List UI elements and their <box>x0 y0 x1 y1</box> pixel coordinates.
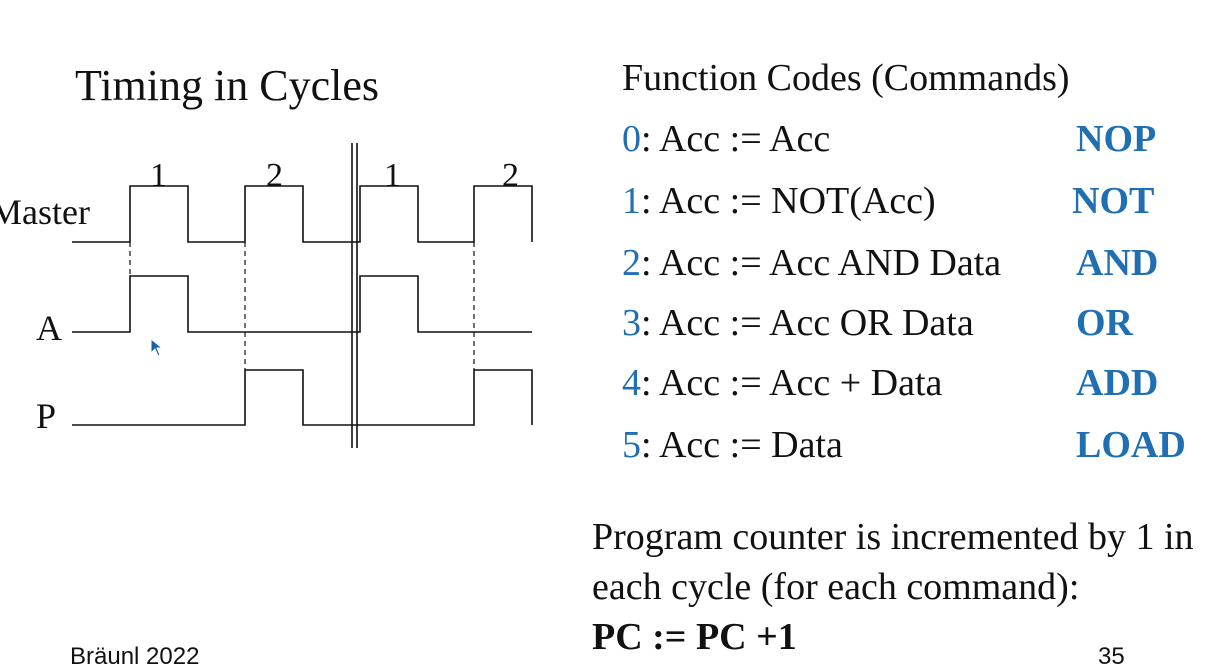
code-number: 0 <box>622 118 641 160</box>
code-expression: : Acc := Acc <box>641 118 831 160</box>
mouse-pointer-icon <box>150 338 164 357</box>
mnemonic-add: ADD <box>1076 362 1159 404</box>
mnemonic-nop: NOP <box>1076 118 1157 160</box>
code-row-or: 3: Acc := Acc OR Data OR <box>622 300 1212 346</box>
code-expression: : Acc := Acc OR Data <box>641 302 974 344</box>
code-row-load: 5: Acc := Data LOAD <box>622 422 1212 468</box>
pc-formula: PC := PC +1 <box>592 616 797 658</box>
slide-title-timing: Timing in Cycles <box>75 61 379 110</box>
signal-label-p: P <box>36 396 56 436</box>
code-number: 3 <box>622 302 641 344</box>
code-row-and: 2: Acc := Acc AND Data AND <box>622 240 1212 286</box>
cycle-label-2: 2 <box>266 157 283 194</box>
code-number: 5 <box>622 424 641 466</box>
pc-description: Program counter is incremented by 1 in e… <box>592 516 1194 608</box>
signal-label-master: Master <box>0 192 90 232</box>
a-waveform <box>72 275 532 333</box>
code-number: 4 <box>622 362 641 404</box>
mnemonic-not: NOT <box>1072 180 1155 222</box>
timing-diagram: Master A P 1 2 1 2 <box>0 143 533 448</box>
footer-author: Bräunl 2022 <box>70 643 200 670</box>
p-waveform <box>72 369 533 426</box>
function-codes-title: Function Codes (Commands) <box>622 57 1070 99</box>
code-expression: : Acc := Data <box>641 424 843 466</box>
code-number: 2 <box>622 242 641 284</box>
mnemonic-or: OR <box>1076 302 1133 344</box>
signal-label-a: A <box>36 308 62 348</box>
page-number: 35 <box>1098 643 1125 670</box>
mnemonic-and: AND <box>1076 242 1159 284</box>
code-row-add: 4: Acc := Acc + Data ADD <box>622 360 1212 406</box>
mnemonic-load: LOAD <box>1076 424 1186 466</box>
code-expression: : Acc := NOT(Acc) <box>641 180 936 222</box>
code-row-nop: 0: Acc := Acc NOP <box>622 116 1212 162</box>
code-number: 1 <box>622 180 641 222</box>
code-expression: : Acc := Acc AND Data <box>641 242 1002 284</box>
cycle-label-4: 2 <box>502 157 519 194</box>
cycle-label-1: 1 <box>150 157 167 194</box>
code-row-not: 1: Acc := NOT(Acc) NOT <box>622 178 1212 224</box>
master-waveform <box>72 185 533 243</box>
cycle-label-3: 1 <box>384 157 401 194</box>
code-expression: : Acc := Acc + Data <box>641 362 943 404</box>
